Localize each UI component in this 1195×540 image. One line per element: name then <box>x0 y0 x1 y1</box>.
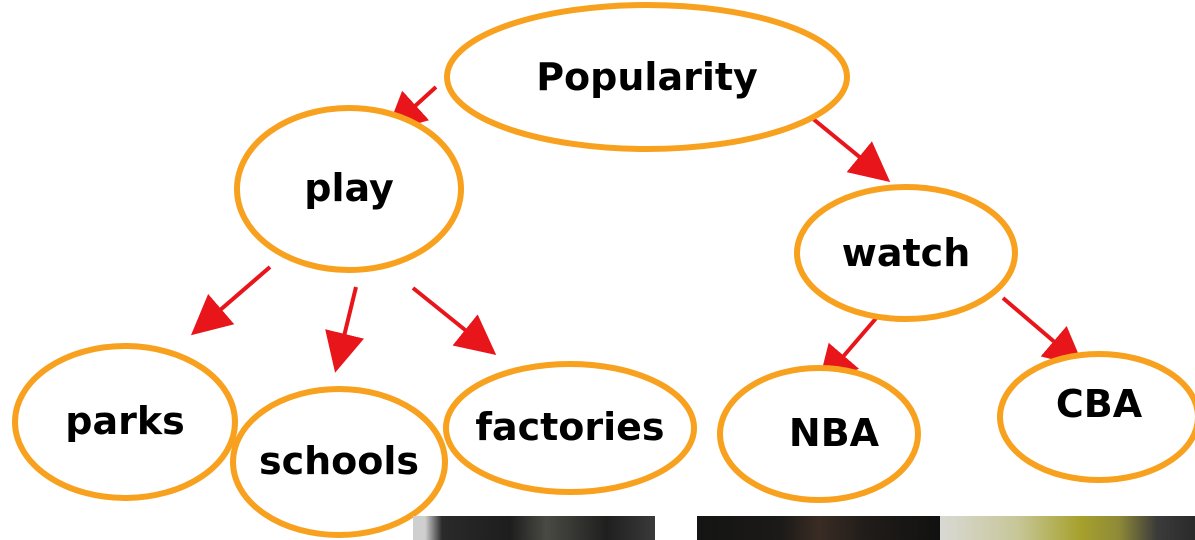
node-nba-label: NBA <box>789 411 880 455</box>
node-schools-label: schools <box>259 439 419 483</box>
node-parks: parks <box>12 343 238 501</box>
node-play-label: play <box>304 166 394 210</box>
arrow-play-to-parks <box>190 265 272 336</box>
node-play-outline <box>234 105 464 273</box>
node-popularity-label: Popularity <box>536 55 758 99</box>
node-schools-outline <box>230 386 448 538</box>
photo-left <box>413 516 655 540</box>
node-cba: CBA <box>997 351 1195 483</box>
node-factories-outline <box>443 361 697 495</box>
node-popularity-outline <box>444 2 850 152</box>
edges <box>190 85 1085 387</box>
node-nba: NBA <box>717 365 921 503</box>
node-watch-label: watch <box>842 231 971 275</box>
node-nba-outline <box>717 365 921 503</box>
arrow-play-to-factories <box>411 286 497 356</box>
arrow-watch-to-cba <box>1001 296 1085 368</box>
node-play: play <box>234 105 464 273</box>
node-factories: factories <box>443 361 697 495</box>
node-parks-label: parks <box>65 399 184 443</box>
arrow-play-to-schools <box>325 286 365 373</box>
node-watch-outline <box>794 184 1018 322</box>
node-schools: schools <box>230 386 448 538</box>
photo-right <box>940 516 1195 540</box>
node-popularity: Popularity <box>444 2 850 152</box>
photo-middle <box>697 516 940 540</box>
arrow-popularity-to-watch <box>810 116 891 183</box>
node-cba-outline <box>997 351 1195 483</box>
node-parks-outline <box>12 343 238 501</box>
node-cba-label: CBA <box>1056 382 1143 426</box>
node-watch: watch <box>794 184 1018 322</box>
node-factories-label: factories <box>475 405 664 449</box>
